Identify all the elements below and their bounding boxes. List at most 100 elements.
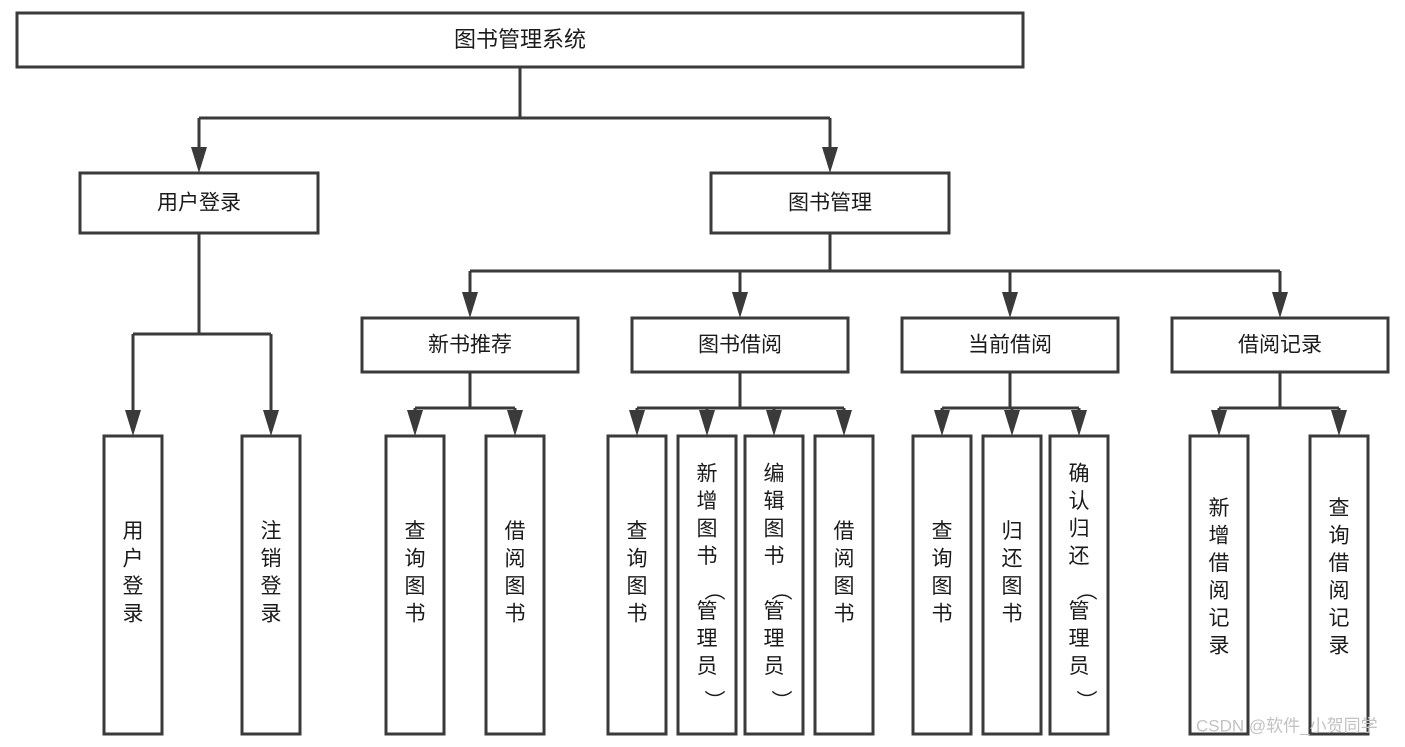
svg-text:书: 书 [834, 603, 855, 626]
node-level2-user-login-label: 用户登录 [157, 192, 241, 215]
node-root-system[interactable] [15, 11, 1025, 69]
svg-text:新: 新 [697, 462, 718, 485]
node-leaf-book-borrow-3[interactable] [813, 434, 875, 736]
svg-text:）: ） [1074, 690, 1097, 711]
book-manage-to-level3-arrow-0 [462, 292, 478, 318]
node-level3-borrow-record-label: 借阅记录 [1238, 334, 1322, 357]
svg-text:（: （ [1074, 580, 1097, 601]
node-root-system-label: 图书管理系统 [454, 27, 586, 52]
svg-text:归: 归 [1002, 520, 1023, 543]
svg-text:归: 归 [1069, 517, 1090, 540]
svg-text:用: 用 [123, 520, 144, 543]
user-login-to-leaves-arrow-0 [125, 410, 141, 436]
node-leaf-book-borrow-0[interactable] [606, 434, 668, 736]
svg-text:图: 图 [627, 575, 648, 598]
svg-text:增: 增 [1209, 524, 1230, 547]
svg-text:员: 员 [697, 655, 718, 678]
svg-text:增: 增 [697, 490, 718, 513]
node-leaf-current-borrow-0[interactable] [911, 434, 973, 736]
svg-text:管: 管 [764, 600, 785, 623]
svg-text:询: 询 [405, 548, 426, 571]
svg-text:图: 图 [505, 575, 526, 598]
book-manage-to-level3-arrow-2 [1002, 292, 1018, 318]
svg-text:记: 记 [1329, 607, 1350, 630]
node-leaf-book-borrow-1[interactable] [676, 434, 738, 736]
node-level2-book-manage[interactable] [709, 171, 951, 235]
node-leaf-current-borrow-1[interactable] [981, 434, 1043, 736]
node-level3-book-borrow-label: 图书借阅 [698, 334, 782, 357]
node-level3-current-borrow[interactable] [900, 316, 1120, 374]
node-leaf-borrow-record-0[interactable] [1188, 434, 1250, 736]
svg-text:查: 查 [1329, 497, 1350, 520]
svg-text:）: ） [769, 690, 792, 711]
csdn-watermark: CSDN @软件_小贺同学 [1196, 716, 1378, 735]
node-level3-borrow-record[interactable] [1170, 316, 1390, 374]
svg-text:查: 查 [932, 520, 953, 543]
svg-text:户: 户 [123, 548, 144, 571]
current-borrow-to-leaves-arrow-2 [1071, 410, 1087, 436]
svg-text:书: 书 [1002, 603, 1023, 626]
svg-text:登: 登 [261, 575, 282, 598]
svg-text:书: 书 [764, 545, 785, 568]
svg-text:借: 借 [834, 520, 855, 543]
borrow-record-to-leaves-arrow-0 [1211, 410, 1227, 436]
borrow-record-to-leaves-arrow-1 [1331, 410, 1347, 436]
book-borrow-to-leaves-arrow-3 [836, 410, 852, 436]
book-manage-to-level3-arrow-3 [1272, 292, 1288, 318]
svg-text:查: 查 [405, 520, 426, 543]
user-login-to-leaves-arrow-1 [263, 410, 279, 436]
node-level3-new-book-recommend[interactable] [360, 316, 580, 374]
svg-text:图: 图 [1002, 575, 1023, 598]
svg-text:书: 书 [932, 603, 953, 626]
svg-text:编: 编 [764, 462, 785, 485]
connectors-layer [125, 67, 1347, 436]
svg-text:图: 图 [834, 575, 855, 598]
svg-text:理: 理 [697, 627, 718, 650]
node-leaf-user-login-1[interactable] [240, 434, 302, 736]
node-level3-new-book-recommend-label: 新书推荐 [428, 334, 512, 357]
svg-text:记: 记 [1209, 607, 1230, 630]
book-manage-to-level3-arrow-1 [732, 292, 748, 318]
node-level2-user-login[interactable] [78, 171, 320, 235]
svg-text:录: 录 [1329, 634, 1350, 657]
svg-text:确: 确 [1069, 462, 1090, 485]
book-borrow-to-leaves-arrow-1 [699, 410, 715, 436]
svg-text:图: 图 [697, 517, 718, 540]
node-leaf-book-borrow-2[interactable] [743, 434, 805, 736]
svg-text:录: 录 [261, 603, 282, 626]
boxes-layer: 图书管理系统用户登录图书管理新书推荐图书借阅当前借阅借阅记录用户登录注销登录查询… [15, 11, 1390, 736]
svg-text:（: （ [702, 580, 725, 601]
svg-text:阅: 阅 [834, 548, 855, 571]
svg-text:还: 还 [1069, 545, 1090, 568]
node-level3-book-borrow[interactable] [630, 316, 850, 374]
node-level2-book-manage-label: 图书管理 [788, 192, 872, 215]
svg-text:录: 录 [123, 603, 144, 626]
node-leaf-current-borrow-2[interactable] [1048, 434, 1110, 736]
node-leaf-new-book-recommend-0[interactable] [384, 434, 446, 736]
svg-text:销: 销 [261, 548, 282, 571]
svg-text:书: 书 [505, 603, 526, 626]
svg-text:新: 新 [1209, 497, 1230, 520]
svg-text:辑: 辑 [764, 490, 785, 513]
svg-text:书: 书 [627, 603, 648, 626]
svg-text:借: 借 [1329, 552, 1350, 575]
svg-text:阅: 阅 [1209, 579, 1230, 602]
node-leaf-user-login-0[interactable] [102, 434, 164, 736]
svg-text:员: 员 [764, 655, 785, 678]
node-level3-current-borrow-label: 当前借阅 [968, 334, 1052, 357]
new-book-to-leaves-arrow-1 [507, 410, 523, 436]
root-to-level2-arrow-1 [822, 147, 838, 173]
node-leaf-new-book-recommend-1[interactable] [484, 434, 546, 736]
node-leaf-borrow-record-1[interactable] [1308, 434, 1370, 736]
